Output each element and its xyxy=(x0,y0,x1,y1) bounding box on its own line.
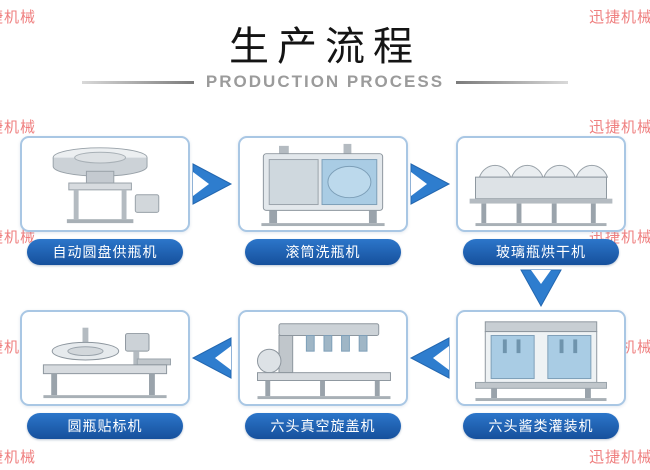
page-subtitle: PRODUCTION PROCESS xyxy=(205,72,445,91)
glass-bottle-dryer-image xyxy=(469,164,613,227)
machine-image-frame xyxy=(456,310,626,406)
machine-label: 自动圆盘供瓶机 xyxy=(27,239,183,265)
decorative-line-left xyxy=(81,80,194,84)
watermark-text: 迅捷机械 xyxy=(0,119,37,136)
flow-step-bottle-washer: 滚筒洗瓶机 xyxy=(238,136,408,265)
machine-label: 六头酱类灌装机 xyxy=(463,413,619,439)
watermark-text: 迅捷机械 xyxy=(0,229,37,246)
watermark-text: 迅捷机械 xyxy=(589,119,650,136)
subtitle-row: PRODUCTION PROCESS xyxy=(0,72,650,92)
watermark-text: 迅捷机械 xyxy=(589,9,650,26)
flow-arrow-left-2 xyxy=(191,337,232,379)
machine-image-frame xyxy=(238,310,408,406)
flow-arrow-left-1 xyxy=(409,337,450,379)
flow-step-bottle-dryer: 玻璃瓶烘干机 xyxy=(456,136,626,265)
machine-image-frame xyxy=(20,310,190,406)
flow-step-vacuum-capper: 六头真空旋盖机 xyxy=(238,310,408,439)
machine-image-frame xyxy=(238,136,408,232)
bottle-labeling-machine-image xyxy=(42,327,171,399)
machine-label: 圆瓶贴标机 xyxy=(27,413,183,439)
flow-step-sauce-filler: 六头酱类灌装机 xyxy=(456,310,626,439)
flow-arrow-down xyxy=(520,269,562,308)
watermark-text: 迅捷机械 xyxy=(0,449,37,466)
machine-label: 滚筒洗瓶机 xyxy=(245,239,401,265)
machine-image-frame xyxy=(20,136,190,232)
flow-step-bottle-labeler: 圆瓶贴标机 xyxy=(20,310,190,439)
rotary-bottle-feeder-image xyxy=(52,147,160,224)
machine-image-frame xyxy=(456,136,626,232)
sauce-filling-machine-image xyxy=(475,321,607,402)
machine-label: 玻璃瓶烘干机 xyxy=(463,239,619,265)
flow-step-bottle-feeder: 自动圆盘供瓶机 xyxy=(20,136,190,265)
decorative-line-right xyxy=(456,80,569,84)
machine-label: 六头真空旋盖机 xyxy=(245,413,401,439)
flow-arrow-right-2 xyxy=(410,163,451,205)
watermark-text: 迅捷机械 xyxy=(589,449,650,466)
page-title: 生产流程 xyxy=(229,25,421,69)
watermark-text: 迅捷机械 xyxy=(0,9,37,26)
drum-bottle-washer-image xyxy=(261,143,385,227)
vacuum-capping-machine-image xyxy=(257,323,391,400)
flow-arrow-right-1 xyxy=(192,163,233,205)
